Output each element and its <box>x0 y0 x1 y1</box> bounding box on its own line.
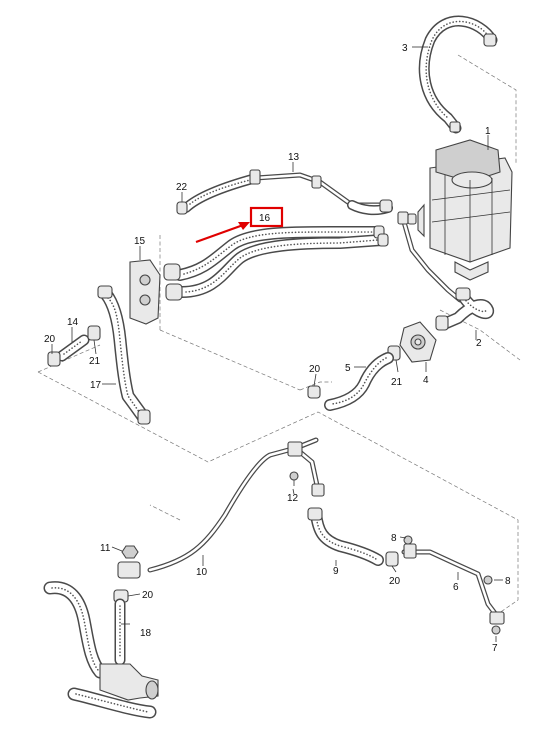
label-part-6: 6 <box>453 582 459 593</box>
label-part-3: 3 <box>402 43 408 54</box>
label-part-21-right: 21 <box>391 377 403 388</box>
label-part-11: 11 <box>100 543 111 554</box>
label-part-7: 7 <box>492 643 498 654</box>
highlight-callout-16[interactable]: 16 <box>195 206 284 244</box>
clamp-22[interactable] <box>176 201 188 215</box>
label-part-20-mid: 20 <box>309 364 321 375</box>
assembly-frame-lines <box>37 54 521 619</box>
label-part-2: 2 <box>476 338 482 349</box>
label-part-8-upper: 8 <box>391 533 397 544</box>
bolt-7[interactable] <box>491 625 501 635</box>
bracket-15[interactable] <box>129 259 161 325</box>
label-part-20-bottom: 20 <box>142 590 154 601</box>
label-part-17: 17 <box>90 380 102 391</box>
clamp-20-mid[interactable] <box>307 385 321 399</box>
label-part-22: 22 <box>176 182 188 193</box>
hose-16[interactable] <box>163 225 389 301</box>
part-labels: 1 2 3 4 5 6 7 8 8 9 10 11 12 13 14 15 17… <box>44 43 511 654</box>
label-part-20-lower: 20 <box>389 576 401 587</box>
highlight-arrow-head <box>238 222 250 230</box>
pipe-6[interactable] <box>401 543 505 625</box>
clamp-20-left[interactable] <box>47 351 61 367</box>
clamp-21-left[interactable] <box>87 325 101 341</box>
label-part-5: 5 <box>345 363 351 374</box>
label-part-21-left: 21 <box>89 356 101 367</box>
highlight-arrow-shaft <box>195 222 247 244</box>
label-part-15: 15 <box>134 236 146 247</box>
tank-outlet-pipe[interactable] <box>397 211 463 303</box>
hose-9[interactable] <box>307 507 384 566</box>
coolant-expansion-tank[interactable] <box>417 139 513 281</box>
label-part-4: 4 <box>423 375 429 386</box>
label-part-16: 16 <box>259 213 271 224</box>
label-part-18: 18 <box>140 628 152 639</box>
hose-17[interactable] <box>97 285 151 425</box>
hose-5[interactable] <box>324 352 394 411</box>
hose-13[interactable] <box>181 169 393 216</box>
bolt-8-upper[interactable] <box>403 535 413 545</box>
hose-2[interactable] <box>435 287 494 331</box>
hose-14[interactable] <box>56 334 90 362</box>
screw-12[interactable] <box>289 471 299 486</box>
nut-11[interactable] <box>121 545 139 559</box>
clamp-20-lower[interactable] <box>385 551 399 567</box>
flange-4[interactable] <box>399 321 437 363</box>
label-part-13: 13 <box>288 152 300 163</box>
bolt-8-lower[interactable] <box>483 575 493 585</box>
label-part-1: 1 <box>485 126 491 137</box>
highlight-box <box>249 206 284 228</box>
pipe-10[interactable] <box>117 437 325 579</box>
label-part-12: 12 <box>287 493 299 504</box>
label-part-14: 14 <box>67 317 79 328</box>
auxiliary-pump[interactable] <box>99 663 159 701</box>
leader-lines <box>51 46 503 642</box>
hose-3[interactable] <box>418 15 498 134</box>
label-part-8-lower: 8 <box>505 576 511 587</box>
label-part-20-left: 20 <box>44 334 56 345</box>
label-part-9: 9 <box>333 566 339 577</box>
label-part-10: 10 <box>196 567 208 578</box>
lower-left-hose[interactable] <box>43 581 157 719</box>
